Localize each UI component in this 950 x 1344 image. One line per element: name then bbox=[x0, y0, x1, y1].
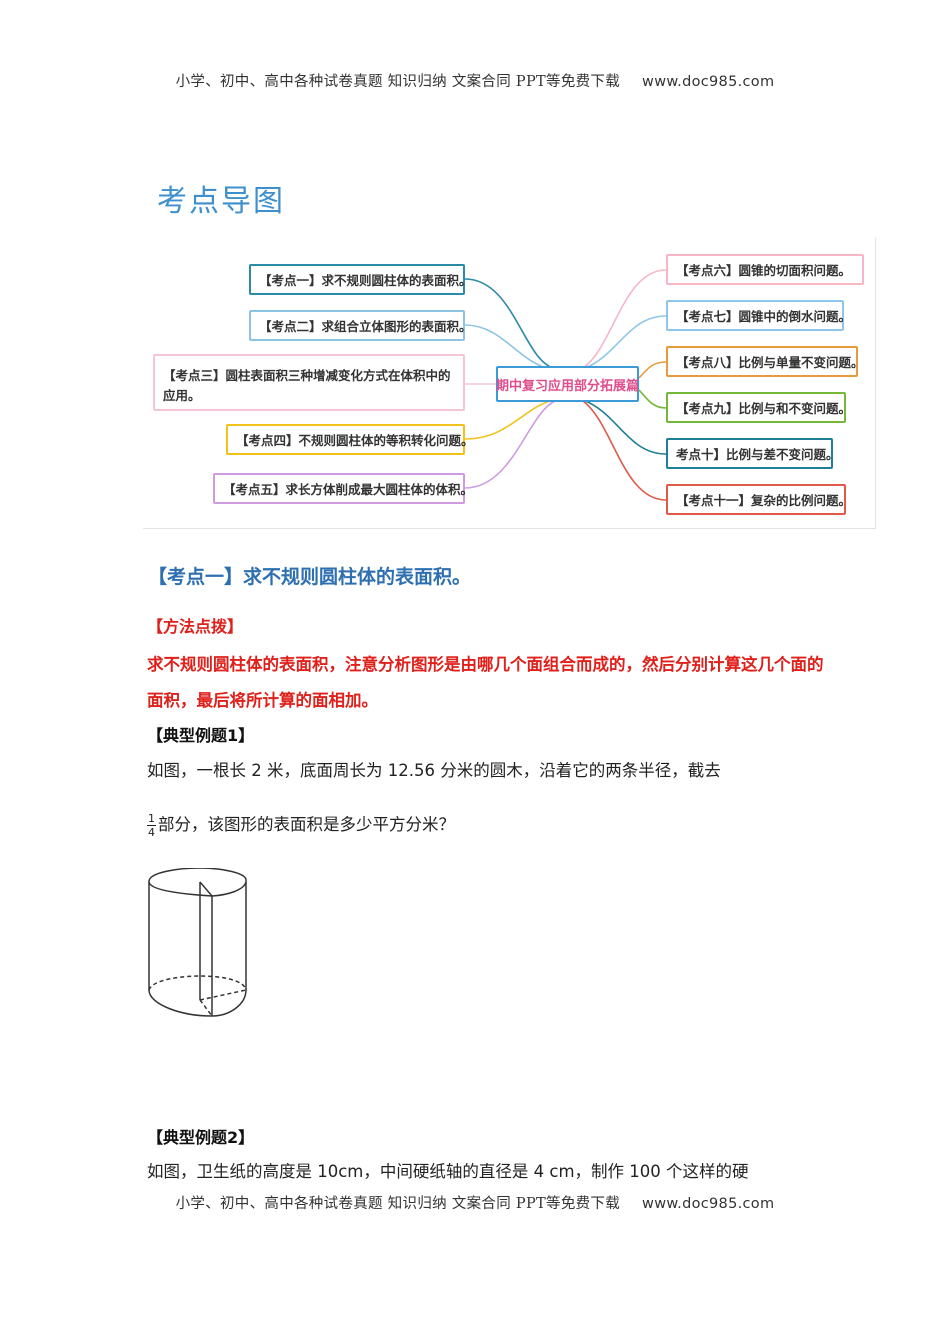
page-header: 小学、初中、高中各种试卷真题 知识归纳 文案合同 PPT等免费下载 www.doc… bbox=[0, 70, 950, 91]
connector-left-2 bbox=[464, 324, 554, 371]
mindmap-node-7: 【考点七】圆锥中的倒水问题。 bbox=[666, 300, 851, 331]
mindmap-center: 期中复习应用部分拓展篇 bbox=[496, 366, 639, 402]
fraction-denominator: 4 bbox=[148, 826, 155, 839]
connector-left-1 bbox=[464, 278, 554, 369]
example1-line1: 如图，一根长 2 米，底面周长为 12.56 分米的圆木，沿着它的两条半径，截去 bbox=[147, 761, 721, 780]
connector-right-6 bbox=[582, 400, 667, 501]
connector-left-5 bbox=[464, 400, 556, 489]
footer-site[interactable]: www.doc985.com bbox=[642, 1196, 775, 1212]
page-footer: 小学、初中、高中各种试卷真题 知识归纳 文案合同 PPT等免费下载 www.doc… bbox=[0, 1192, 950, 1213]
cut-cylinder-figure bbox=[148, 868, 247, 1017]
example1-heading: 【典型例题1】 bbox=[147, 726, 255, 745]
connector-left-4 bbox=[464, 399, 554, 440]
mindmap-node-3: 【考点三】圆柱表面积三种增减变化方式在体积中的应用。 bbox=[153, 354, 465, 411]
example2-heading: 【典型例题2】 bbox=[147, 1128, 255, 1147]
mindmap-node-5: 【考点五】求长方体削成最大圆柱体的体积。 bbox=[213, 473, 473, 504]
method-heading: 【方法点拨】 bbox=[147, 617, 244, 636]
header-site[interactable]: www.doc985.com bbox=[642, 74, 775, 90]
mindmap-node-9: 【考点九】比例与和不变问题。 bbox=[666, 392, 851, 423]
mindmap-node-4: 【考点四】不规则圆柱体的等积转化问题。 bbox=[226, 424, 474, 455]
mind-map-connectors bbox=[464, 269, 667, 501]
footer-text: 小学、初中、高中各种试卷真题 知识归纳 文案合同 PPT等免费下载 bbox=[175, 1196, 621, 1212]
header-text: 小学、初中、高中各种试卷真题 知识归纳 文案合同 PPT等免费下载 bbox=[175, 74, 621, 90]
example2-line1: 如图，卫生纸的高度是 10cm，中间硬纸轴的直径是 4 cm，制作 100 个这… bbox=[147, 1162, 749, 1181]
page-title: 考点导图 bbox=[157, 184, 285, 219]
connector-right-1 bbox=[582, 269, 667, 369]
mind-map: 【考点一】求不规则圆柱体的表面积。 【考点二】求组合立体图形的表面积。 【考点三… bbox=[143, 238, 876, 529]
mindmap-node-10: 考点十】比例与差不变问题。 bbox=[666, 438, 839, 469]
connector-right-3 bbox=[638, 361, 667, 379]
mindmap-node-6: 【考点六】圆锥的切面积问题。 bbox=[666, 254, 864, 285]
example1-line2-text: 部分，该图形的表面积是多少平方分米？ bbox=[158, 815, 455, 834]
mindmap-node-1: 【考点一】求不规则圆柱体的表面积。 bbox=[249, 264, 472, 295]
fraction-numerator: 1 bbox=[147, 812, 156, 826]
method-text: 求不规则圆柱体的表面积，注意分析图形是由哪几个面组合而成的，然后分别计算这几个面… bbox=[147, 655, 824, 710]
connector-right-2 bbox=[582, 315, 667, 370]
connector-right-5 bbox=[582, 399, 667, 455]
section-title: 【考点一】求不规则圆柱体的表面积。 bbox=[148, 566, 472, 588]
mindmap-node-8: 【考点八】比例与单量不变问题。 bbox=[666, 346, 864, 377]
mindmap-node-2: 【考点二】求组合立体图形的表面积。 bbox=[249, 310, 472, 341]
mindmap-node-11: 【考点十一】复杂的比例问题。 bbox=[666, 484, 851, 515]
connector-right-4 bbox=[638, 389, 667, 409]
